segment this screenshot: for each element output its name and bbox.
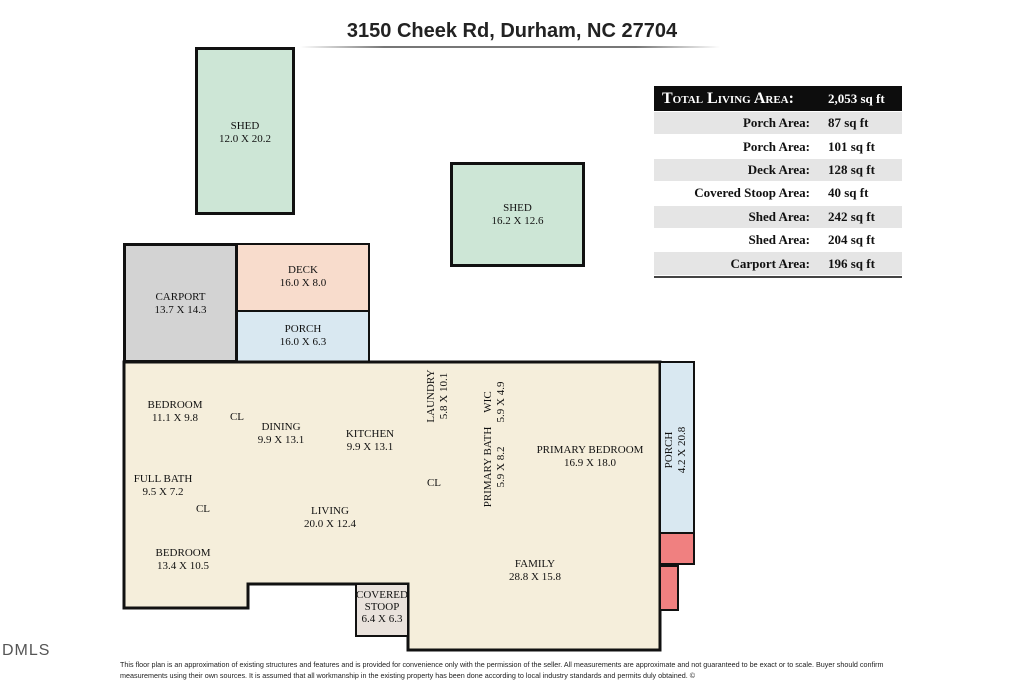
primary-bath-name: PRIMARY BATH (482, 426, 494, 508)
area-row-label: Shed Area: (748, 232, 810, 248)
dining-dims: 9.9 X 13.1 (257, 434, 305, 446)
laundry-name: LAUNDRY (425, 369, 437, 423)
red-step-2 (659, 565, 679, 611)
living-name: LIVING (311, 505, 349, 517)
total-living-area-value: 2,053 sq ft (828, 90, 885, 106)
family-label: FAMILY 28.8 X 15.8 (500, 558, 570, 584)
shed-2-name: SHED (503, 202, 532, 214)
area-row-value: 87 sq ft (828, 115, 869, 131)
porch-top-name: PORCH (284, 323, 322, 335)
primary-bath-label: PRIMARY BATH 5.9 X 8.2 (482, 422, 510, 512)
primary-bedroom-name: PRIMARY BEDROOM (536, 444, 644, 456)
area-row: Shed Area: 242 sq ft (654, 205, 902, 229)
primary-bath-dims: 5.9 X 8.2 (495, 446, 507, 488)
primary-bedroom-dims: 16.9 X 18.0 (564, 457, 616, 469)
area-row: Carport Area: 196 sq ft (654, 252, 902, 276)
area-row-label: Porch Area: (742, 115, 810, 131)
deck-label: DECK 16.0 X 8.0 (236, 264, 370, 290)
table-bottom-rule (654, 275, 902, 278)
area-summary-table: Total Living Area: 2,053 sq ft Porch Are… (654, 86, 902, 278)
covered-stoop-label: COVERED STOOP 6.4 X 6.3 (354, 589, 410, 625)
total-living-area-row: Total Living Area: 2,053 sq ft (654, 86, 902, 112)
covered-stoop (355, 583, 409, 637)
bedroom-1-label: BEDROOM 11.1 X 9.8 (140, 399, 210, 425)
primary-bedroom-label: PRIMARY BEDROOM 16.9 X 18.0 (525, 444, 655, 470)
porch-side-name: PORCH (663, 431, 675, 469)
area-row: Porch Area: 87 sq ft (654, 112, 902, 136)
shed-1-label: SHED 12.0 X 20.2 (195, 120, 295, 146)
bedroom-2-name: BEDROOM (155, 547, 211, 559)
shed-2-label: SHED 16.2 X 12.6 (450, 202, 585, 228)
family-dims: 28.8 X 15.8 (509, 571, 561, 583)
area-row-value: 242 sq ft (828, 208, 875, 224)
laundry-label: LAUNDRY 5.8 X 10.1 (425, 356, 453, 436)
total-living-area-label: Total Living Area: (662, 89, 794, 107)
area-row: Porch Area: 101 sq ft (654, 135, 902, 159)
shed-2-dims: 16.2 X 12.6 (491, 215, 544, 227)
kitchen-dims: 9.9 X 13.1 (346, 441, 394, 453)
bedroom-2-label: BEDROOM 13.4 X 10.5 (145, 547, 221, 573)
closet-1: CL (229, 411, 245, 423)
dining-label: DINING 9.9 X 13.1 (246, 421, 316, 447)
bedroom-1-name: BEDROOM (147, 399, 203, 411)
carport-dims: 13.7 X 14.3 (154, 304, 207, 316)
shed-1-dims: 12.0 X 20.2 (219, 133, 271, 145)
full-bath-label: FULL BATH 9.5 X 7.2 (126, 473, 200, 499)
dining-name: DINING (261, 421, 301, 433)
page-title: 3150 Cheek Rd, Durham, NC 27704 (346, 20, 678, 42)
living-dims: 20.0 X 12.4 (304, 518, 356, 530)
carport-label: CARPORT 13.7 X 14.3 (123, 291, 238, 317)
living-label: LIVING 20.0 X 12.4 (290, 505, 370, 531)
kitchen-name: KITCHEN (345, 428, 395, 440)
area-row-value: 128 sq ft (828, 161, 875, 177)
bedroom-1-dims: 11.1 X 9.8 (151, 412, 199, 424)
area-row: Covered Stoop Area: 40 sq ft (654, 182, 902, 206)
kitchen-label: KITCHEN 9.9 X 13.1 (335, 428, 405, 454)
shed-2 (450, 162, 585, 267)
laundry-dims: 5.8 X 10.1 (438, 372, 450, 420)
porch-side-label: PORCH 4.2 X 20.8 (663, 410, 691, 490)
area-row-label: Deck Area: (747, 161, 810, 177)
shed-1-name: SHED (230, 120, 260, 132)
closet-3: CL (426, 477, 442, 489)
red-step-1 (659, 532, 695, 565)
area-row-value: 101 sq ft (828, 138, 875, 154)
area-row-value: 40 sq ft (828, 185, 869, 201)
area-row-value: 196 sq ft (828, 255, 875, 271)
area-row-label: Covered Stoop Area: (694, 185, 810, 201)
full-bath-dims: 9.5 X 7.2 (142, 486, 184, 498)
area-row-label: Shed Area: (748, 208, 810, 224)
area-row: Deck Area: 128 sq ft (654, 158, 902, 183)
deck-name: DECK (288, 264, 318, 276)
porch-top-label: PORCH 16.0 X 6.3 (236, 323, 370, 349)
mls-logo: DMLS (2, 642, 51, 659)
carport-name: CARPORT (155, 291, 206, 303)
covered-stoop-name: COVERED STOOP (356, 589, 408, 613)
covered-stoop-dims: 6.4 X 6.3 (361, 613, 403, 625)
bedroom-2-dims: 13.4 X 10.5 (157, 560, 209, 572)
porch-top-dims: 16.0 X 6.3 (279, 336, 327, 348)
deck-dims: 16.0 X 8.0 (279, 277, 327, 289)
shed-1 (195, 47, 295, 215)
full-bath-name: FULL BATH (133, 473, 193, 485)
area-row-label: Carport Area: (730, 255, 810, 271)
porch-side-dims: 4.2 X 20.8 (676, 426, 688, 474)
closet-2: CL (195, 503, 211, 515)
disclaimer-text: This floor plan is an approximation of e… (120, 660, 884, 680)
area-row-label: Porch Area: (742, 138, 810, 154)
porch-side (659, 361, 695, 534)
area-row-value: 204 sq ft (828, 232, 875, 248)
family-name: FAMILY (514, 558, 556, 570)
area-row: Shed Area: 204 sq ft (654, 228, 902, 253)
title-underline (300, 46, 720, 48)
